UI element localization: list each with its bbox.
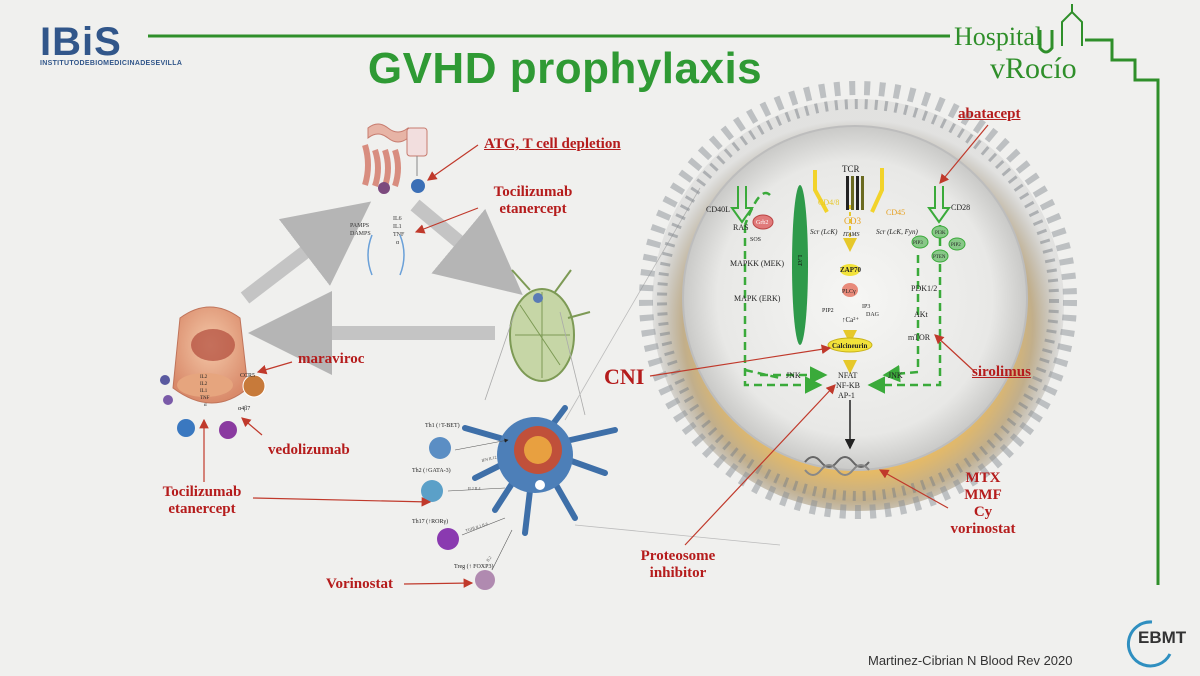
ip3-label: IP3 (862, 304, 870, 310)
mtx-group-label: MTX MMF Cy vorinostat (950, 470, 1016, 537)
mtor-label: mTOR (908, 333, 931, 342)
iv-bag-icon (406, 127, 428, 193)
hospital-u-icon (1038, 30, 1054, 54)
damps-label: DAMPS (350, 231, 371, 237)
vorinostat-left-label: Vorinostat (326, 576, 393, 592)
svg-text:IL2: IL2 (200, 382, 208, 387)
cni-label: CNI (604, 364, 645, 389)
arrow-gut-to-lymphnode (410, 199, 523, 295)
ifn-label: IFN IL12 (481, 454, 497, 463)
cd40l-receptor-icon (730, 186, 754, 224)
th2-label: Th2 (↑GATA-3) (412, 467, 451, 474)
sirolimus-label: sirolimus (972, 364, 1031, 380)
tocilizumab-top-label: Tocilizumab etanercept (493, 184, 573, 217)
svg-text:IL2: IL2 (200, 375, 208, 380)
svg-text:IL1: IL1 (200, 389, 208, 394)
ibis-logo-subtitle: INSTITUTODEBIOMEDICINADESEVILLA (40, 60, 183, 67)
cd40l-label: CD40L (706, 205, 730, 214)
arrow-organs-to-gut (240, 201, 372, 304)
hospital-logo-line2: vRocío (990, 52, 1077, 85)
lat-icon (792, 185, 808, 345)
treg-label: Treg (↑ FOXP3) (454, 563, 493, 570)
ap1-label: AP-1 (838, 391, 855, 400)
tcr-label: TCR (842, 164, 860, 174)
svg-text:α: α (204, 403, 207, 408)
itams-label: ITAMS (842, 232, 860, 238)
citation: Martinez-Cibrian N Blood Rev 2020 (868, 653, 1073, 668)
il2il4-label: IL2 IL4 (468, 486, 481, 491)
cd48-label: CD4/8 (818, 198, 839, 207)
il2-label: IL2 (485, 555, 493, 563)
pamps-label: PAMPS (350, 223, 369, 229)
pip2-label: PIP2 (822, 308, 834, 314)
hospital-logo-line1: Hospital (954, 22, 1043, 51)
th2-cell-icon (421, 480, 443, 502)
mapkk-label: MAPKK (MEK) (730, 259, 784, 268)
maraviroc-label: maraviroc (298, 351, 365, 367)
dendritic-cell-icon (462, 405, 618, 536)
organs-icon (172, 306, 249, 404)
th1-label: Th1 (↑T-BET) (425, 422, 460, 429)
ebmt-logo-icon (1127, 620, 1172, 668)
alpha-label: α (396, 240, 400, 246)
cd45-label: CD45 (886, 208, 905, 217)
zap70-label: ZAP70 (840, 266, 862, 274)
scr-lck-fyn-label: Scr (LcK, Fyn) (876, 228, 918, 236)
calcineurin-label: Calcineurin (832, 342, 867, 350)
a4b7-label: α4β7 (238, 406, 250, 412)
hospital-frame-line (1085, 38, 1160, 585)
mapk-label: MAPK (ERK) (734, 294, 781, 303)
jnk-right-label: JNK (888, 371, 903, 380)
sos-label: SOS (750, 237, 761, 243)
nfat-label: NFAT (838, 371, 858, 380)
svg-text:TNF: TNF (200, 396, 210, 401)
t-cell-diagram (639, 81, 1077, 519)
pdk-label: PDK1/2 (911, 284, 937, 293)
il6-label: IL6 (393, 216, 402, 222)
th17-cell-icon (437, 528, 459, 550)
ccr5-label: CCR5 (240, 373, 255, 379)
scr-lck-label: Scr (LcK) (810, 228, 838, 236)
proteosome-inhibitor-label: Proteosome inhibitor (640, 548, 716, 581)
pip2b-label: PIP2 (951, 243, 961, 248)
atg-label: ATG, T cell depletion (484, 136, 621, 152)
cd3-label: CD3 (844, 216, 862, 226)
grb2-label: Grb2 (756, 220, 768, 226)
th17-label: Th17 (↑RORγ) (412, 518, 448, 525)
nfkb-label: NF-KB (836, 381, 860, 390)
dag-label: DAG (866, 312, 880, 318)
tcr-complex-icon (846, 176, 864, 210)
il1-label: IL1 (393, 224, 402, 230)
cd45-icon (870, 168, 884, 213)
ibis-logo: IBiS (40, 20, 122, 64)
page-title: GVHD prophylaxis (367, 44, 763, 93)
ebmt-logo: EBMT (1138, 628, 1187, 647)
tnf-label: TNF (393, 232, 405, 238)
akt-label: AKt (914, 310, 929, 319)
tocilizumab-bottom-label: Tocilizumab etanercept (162, 484, 242, 517)
intestine-icon (362, 123, 409, 194)
ras-label: RAS (733, 223, 749, 232)
lat-label: LAT (796, 255, 802, 266)
pip3-label: PIP3 (913, 241, 923, 246)
cd28-label: CD28 (951, 203, 970, 212)
jnk-left-label: JNK (786, 371, 801, 380)
treg-cell-icon (475, 570, 495, 590)
ca-label: ↑Ca²⁺ (842, 316, 859, 324)
tgf-label: TGFβ IL1 IL6 (465, 521, 489, 533)
cd28-receptor-icon (927, 186, 951, 224)
pten-label: PTEN (933, 255, 946, 260)
th1-cell-icon (429, 437, 451, 459)
pi3k-label: PI3K (935, 231, 946, 236)
cd48-icon (813, 170, 829, 213)
plcg-label: PLCγ (842, 289, 856, 295)
abatacept-label: abatacept (958, 106, 1021, 122)
lymph-node-icon (509, 269, 591, 382)
vedolizumab-label: vedolizumab (268, 442, 350, 458)
